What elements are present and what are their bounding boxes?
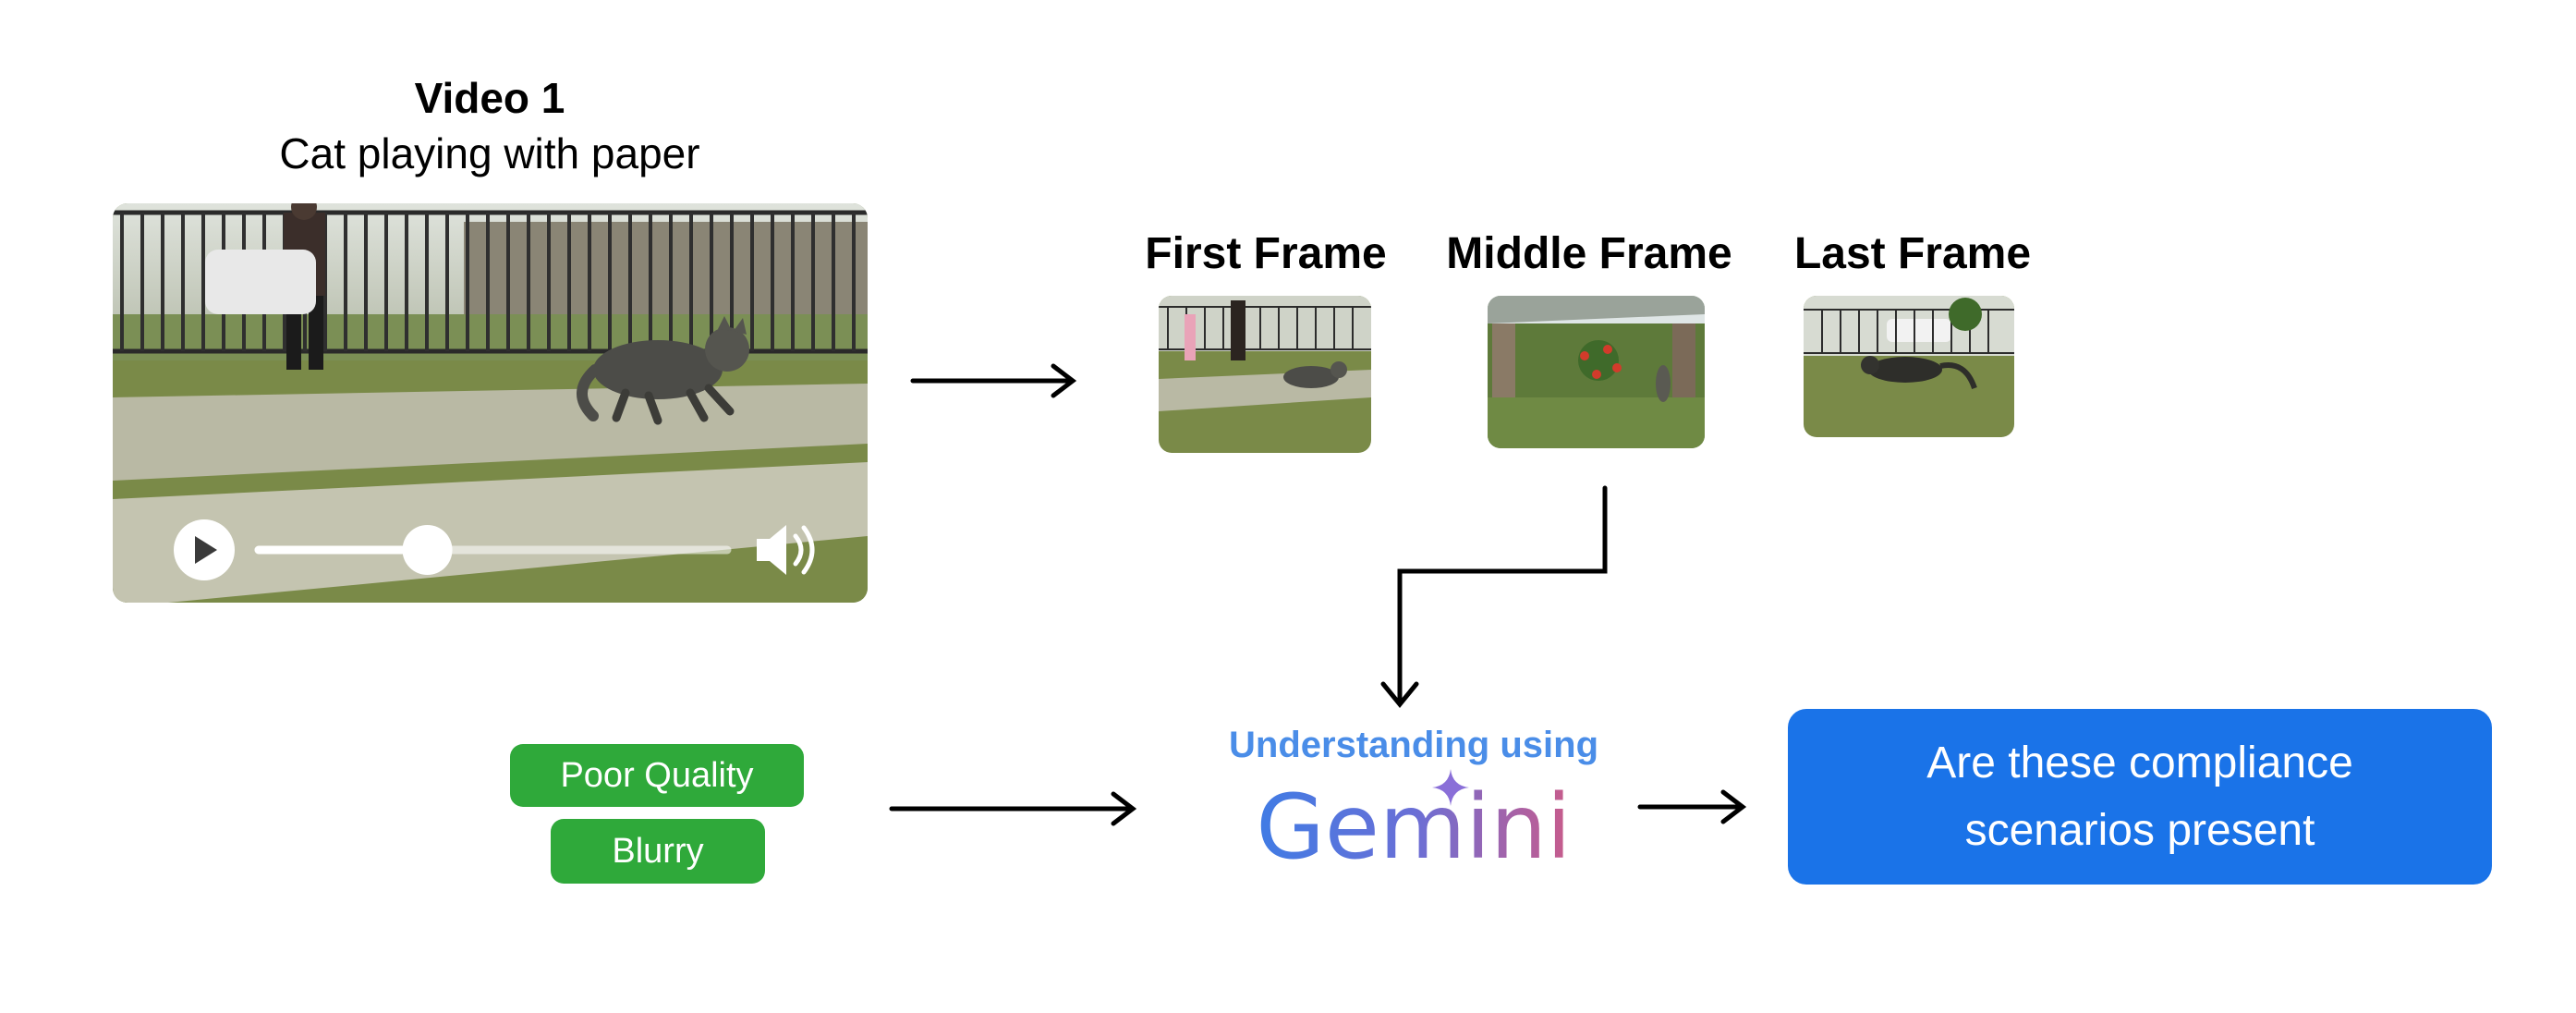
result-text: Are these compliance scenarios present [1926, 738, 2353, 855]
tag-blurry: Blurry [551, 819, 765, 884]
video-subtitle: Cat playing with paper [279, 129, 700, 177]
thumbnail-first-frame [1159, 296, 1371, 453]
thumbnail-last-frame [1804, 296, 2014, 437]
result-box: Are these compliance scenarios present [1788, 709, 2492, 885]
gemini-logo: Gemini [1238, 776, 1589, 878]
play-icon [195, 536, 217, 564]
frame-label-last: Last Frame [1793, 229, 2032, 278]
sparkle-icon [1432, 769, 1469, 806]
tag-poor-quality: Poor Quality [510, 744, 804, 807]
frame-label-first: First Frame [1145, 229, 1387, 278]
video-still [113, 203, 868, 603]
video-title: Video 1 [414, 74, 565, 122]
video-player[interactable] [113, 203, 868, 603]
volume-icon [757, 525, 815, 575]
gemini-caption: Understanding using [1229, 725, 1598, 765]
frame-label-middle: Middle Frame [1446, 229, 1732, 278]
seek-knob [402, 525, 453, 575]
thumbnail-middle-frame [1488, 296, 1705, 448]
